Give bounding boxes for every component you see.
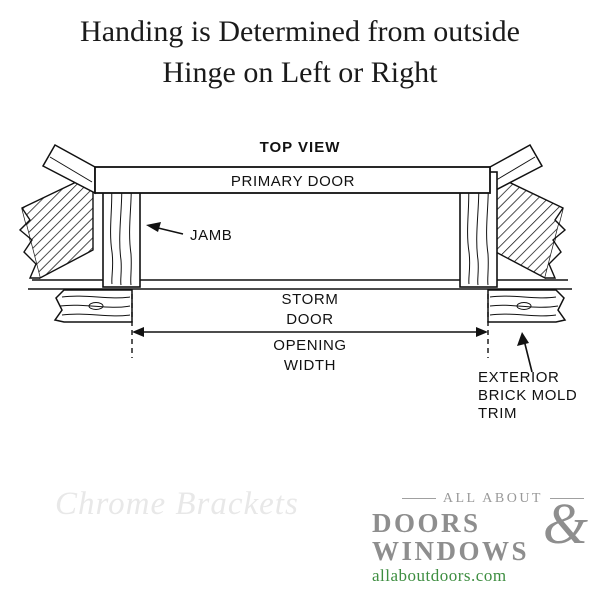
page-title: Handing is Determined from outside Hinge… <box>0 12 600 93</box>
logo-tagline: ALL ABOUT <box>372 491 584 507</box>
door-handing-diagram: PRIMARY DOOR TOP VIEW JAMB STORM DOOR OP… <box>0 132 600 462</box>
top-view-drawing: PRIMARY DOOR TOP VIEW JAMB STORM DOOR OP… <box>18 139 577 422</box>
exterior-label-1: EXTERIOR <box>478 369 559 386</box>
jamb-callout: JAMB <box>146 222 232 244</box>
primary-door-label: PRIMARY DOOR <box>231 173 355 190</box>
primary-door: PRIMARY DOOR <box>94 166 491 194</box>
storm-label-3: OPENING <box>273 337 346 354</box>
exterior-label-2: BRICK MOLD <box>478 387 577 404</box>
top-view-label: TOP VIEW <box>260 139 341 156</box>
storm-label-2: DOOR <box>286 311 333 328</box>
logo-word-windows: WINDOWS <box>372 535 530 566</box>
title-line-1: Handing is Determined from outside <box>80 15 520 48</box>
left-wall-section <box>18 172 94 280</box>
logo-ampersand: & <box>542 490 588 556</box>
jamb-label: JAMB <box>190 227 232 244</box>
tagline-rule-left <box>401 498 436 500</box>
watermark-text: Chrome Brackets <box>55 486 299 522</box>
right-trim-board <box>487 289 567 323</box>
logo-url-link[interactable]: allaboutdoors.com <box>372 566 507 585</box>
tagline-rule-right <box>550 498 584 500</box>
storm-label-4: WIDTH <box>284 357 336 374</box>
exterior-label-3: TRIM <box>478 405 517 422</box>
opening-width-dimension: STORM DOOR OPENING WIDTH <box>131 291 489 374</box>
logo-word-doors: DOORS <box>372 507 481 538</box>
trim-callout: EXTERIOR BRICK MOLD TRIM <box>478 332 577 422</box>
logo: ALL ABOUT DOORS WINDOWS & allaboutdoors.… <box>372 491 588 586</box>
logo-main: DOORS WINDOWS & <box>372 494 588 566</box>
logo-tagline-text: ALL ABOUT <box>442 490 543 506</box>
title-line-2: Hinge on Left or Right <box>162 55 438 89</box>
storm-label-1: STORM <box>282 291 339 308</box>
left-trim-board <box>53 289 133 323</box>
right-wall-section <box>491 172 567 280</box>
